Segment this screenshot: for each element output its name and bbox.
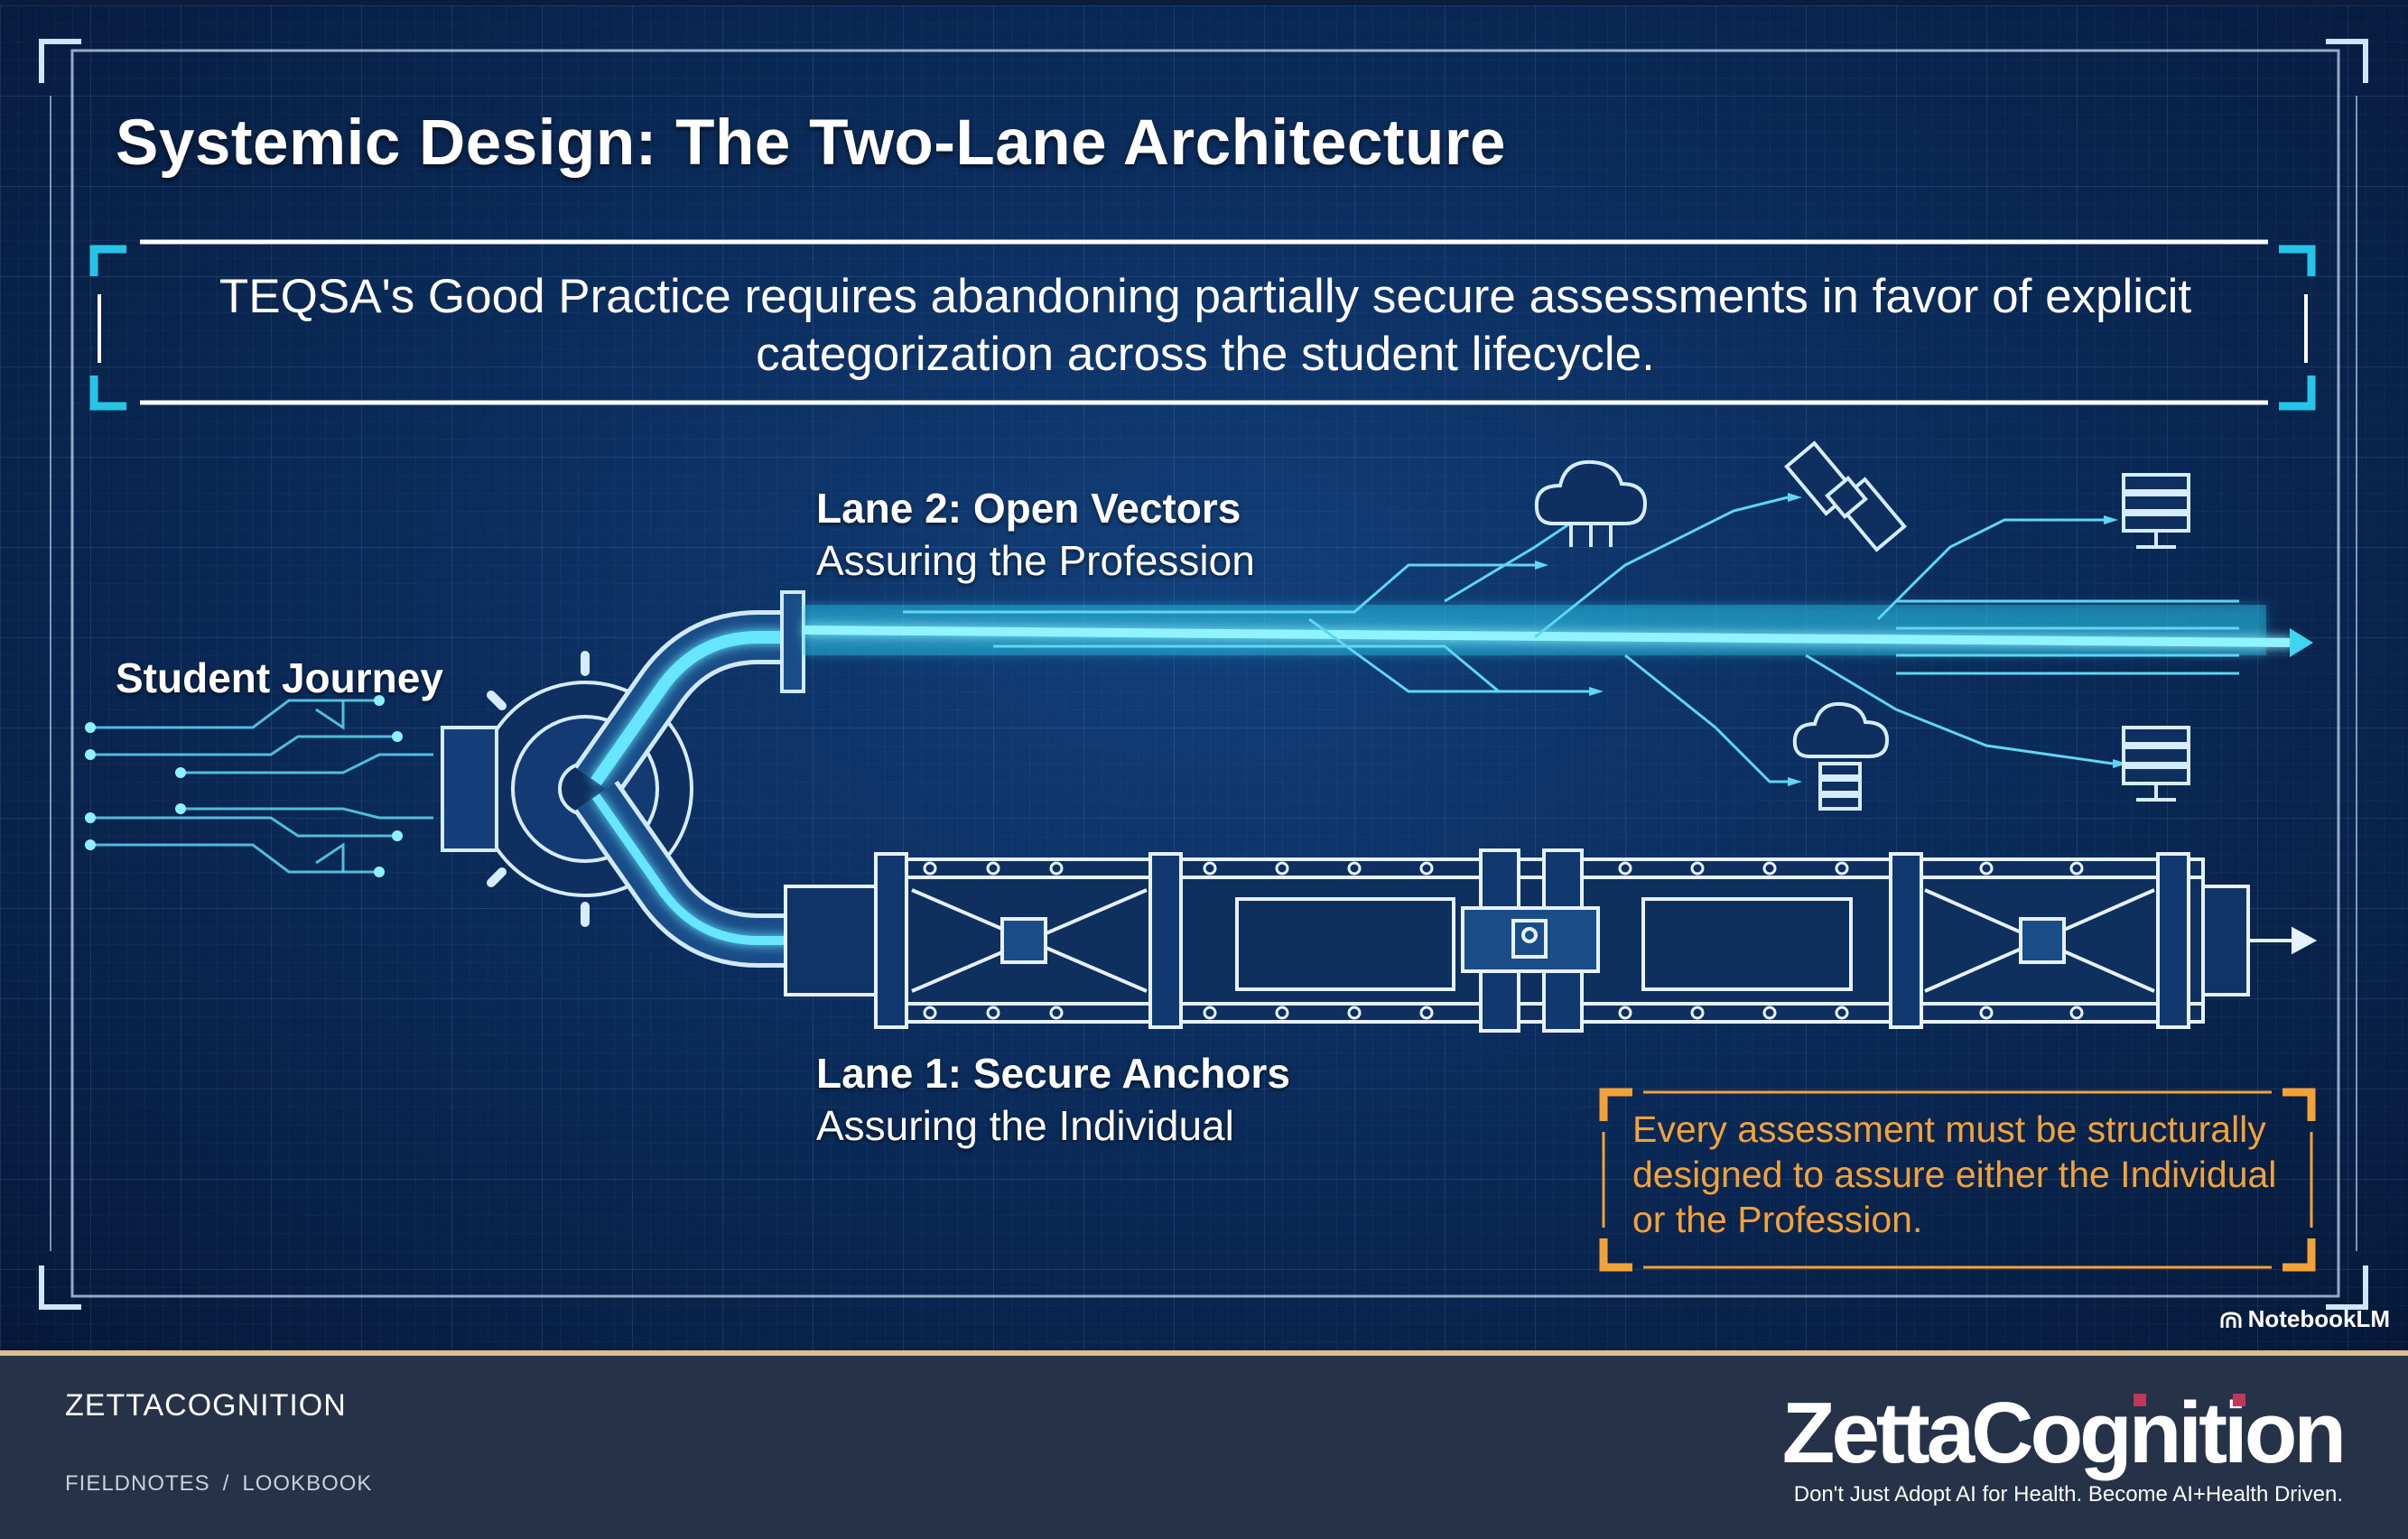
outer-frame: [39, 39, 2368, 1310]
logo-wordmark: ZettaCognition: [1782, 1390, 2347, 1477]
callout-box: Every assessment must be structurally de…: [1596, 1085, 2319, 1271]
footer-bar: ZETTACOGNITION FIELDNOTES / LOOKBOOK Zet…: [0, 1350, 2408, 1539]
lane-1-subtitle: Assuring the Individual: [816, 1102, 1234, 1149]
lane-2-subtitle: Assuring the Profession: [816, 537, 1255, 584]
logo-text: ZettaCognition: [1781, 1385, 2347, 1481]
slide-title: Systemic Design: The Two-Lane Architectu…: [116, 107, 1506, 179]
quote-box-frame: [89, 239, 2316, 411]
logo-tagline: Don't Just Adopt AI for Health. Become A…: [1793, 1482, 2343, 1507]
slide: Systemic Design: The Two-Lane Architectu…: [0, 5, 2408, 1350]
breadcrumb-fieldnotes[interactable]: FIELDNOTES: [65, 1471, 210, 1496]
pipe-lane-1: [573, 780, 795, 968]
cloud-icon: [1534, 459, 1648, 547]
lane-1-heading: Lane 1: Secure Anchors: [816, 1050, 1290, 1097]
lane-1-secure-structure: [784, 848, 2250, 1033]
slide-frame-and-diagram: [39, 39, 2368, 1310]
lane-2-traces: [903, 475, 2239, 783]
arrow-right-icon: [2290, 628, 2313, 657]
callout-text: Every assessment must be structurally de…: [1632, 1108, 2277, 1240]
lane-1-label: Lane 1: Secure Anchors Assuring the Indi…: [816, 1049, 1290, 1150]
lane-1-rivets: [923, 861, 2084, 1020]
notebooklm-label: NotebookLM: [2247, 1305, 2390, 1332]
lane-2-label: Lane 2: Open Vectors Assuring the Profes…: [816, 484, 1255, 585]
notebooklm-watermark: NotebookLM: [2219, 1305, 2390, 1333]
quote-box: TEQSA's Good Practice requires abandonin…: [99, 242, 2311, 410]
cloud-server-icon: [1792, 701, 1890, 811]
breadcrumb-lookbook[interactable]: LOOKBOOK: [242, 1471, 373, 1496]
satellite-icon: [1784, 440, 1907, 552]
breadcrumb-separator: /: [222, 1471, 230, 1496]
server-icon: [2122, 473, 2190, 549]
server-icon: [2122, 726, 2190, 802]
breadcrumb: FIELDNOTES / LOOKBOOK: [65, 1471, 372, 1497]
lane-2-heading: Lane 2: Open Vectors: [816, 485, 1241, 532]
blueprint-grid: [0, 5, 2408, 1350]
lane-2-arrowheads: [1535, 493, 2127, 786]
arrow-right-icon: [2248, 926, 2318, 955]
circuit-nodes: [85, 695, 403, 877]
student-journey-label: Student Journey: [116, 654, 443, 701]
lock-icon: [1461, 906, 1600, 973]
quote-text: TEQSA's Good Practice requires abandonin…: [218, 270, 2192, 381]
callout-frame: [1599, 1088, 2316, 1272]
footer-brand: ZETTACOGNITION: [65, 1388, 347, 1423]
logo-dot: [2134, 1394, 2146, 1406]
input-circuit-traces: [90, 699, 433, 874]
logo-dot: [2233, 1394, 2245, 1406]
notebooklm-icon: [2220, 1311, 2242, 1328]
zettacognition-logo: ZettaCognition Don't Just Adopt AI for H…: [1782, 1390, 2347, 1507]
pipe-lane-2: [573, 590, 805, 798]
